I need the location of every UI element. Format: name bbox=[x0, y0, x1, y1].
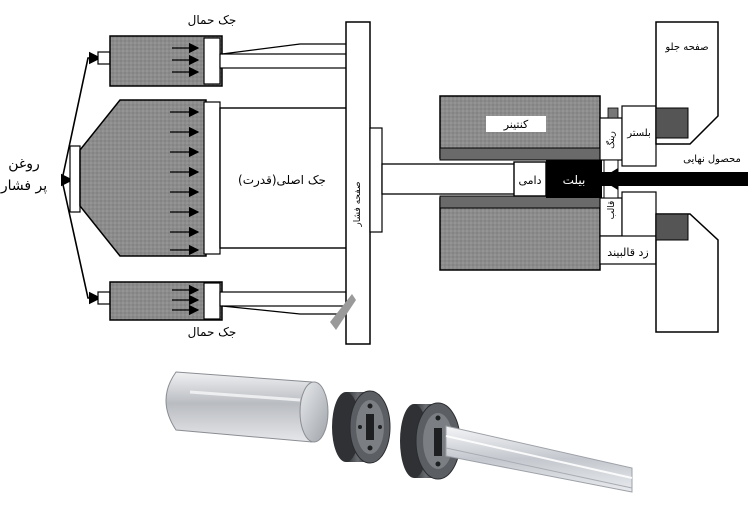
oil-label-line2: پر فشار bbox=[0, 178, 47, 194]
die-ring-label: رینگ bbox=[605, 131, 617, 149]
billet-label: بیلت bbox=[563, 173, 586, 187]
product-label: محصول نهایی bbox=[683, 154, 741, 165]
pressure-plate bbox=[330, 21, 383, 345]
die-stack bbox=[599, 105, 657, 265]
photo-die-2 bbox=[400, 402, 461, 480]
photo-billet bbox=[165, 371, 329, 443]
dummy-block-label: دامی bbox=[518, 174, 541, 187]
front-plate-label: صفحه جلو bbox=[664, 42, 708, 53]
oil-label-line1: روغن bbox=[8, 156, 40, 172]
top-aux-jack-label: جک حمال bbox=[188, 13, 237, 27]
main-cylinder bbox=[69, 99, 349, 257]
die-label: قالب bbox=[607, 201, 617, 220]
billet bbox=[546, 160, 602, 198]
bottom-aux-jack-label: جک حمال bbox=[188, 325, 237, 339]
die-backer-label: زد قالبیند bbox=[607, 246, 648, 259]
container bbox=[439, 95, 601, 271]
container-label: کنتینر bbox=[503, 118, 529, 131]
top-aux-cylinder bbox=[97, 35, 349, 87]
extrusion-stem bbox=[381, 163, 517, 195]
main-jack-label: جک اصلی(قدرت) bbox=[238, 173, 326, 188]
photo-extruded-profile bbox=[445, 425, 633, 493]
final-product bbox=[600, 168, 748, 190]
photo-die-1 bbox=[332, 390, 391, 464]
bolster-label: بلستر bbox=[626, 128, 651, 139]
photo-billet-die-profile bbox=[165, 371, 633, 493]
bottom-aux-cylinder bbox=[97, 281, 349, 321]
front-plate bbox=[655, 21, 719, 333]
pressure-plate-label: صفحه فشار bbox=[353, 181, 363, 227]
